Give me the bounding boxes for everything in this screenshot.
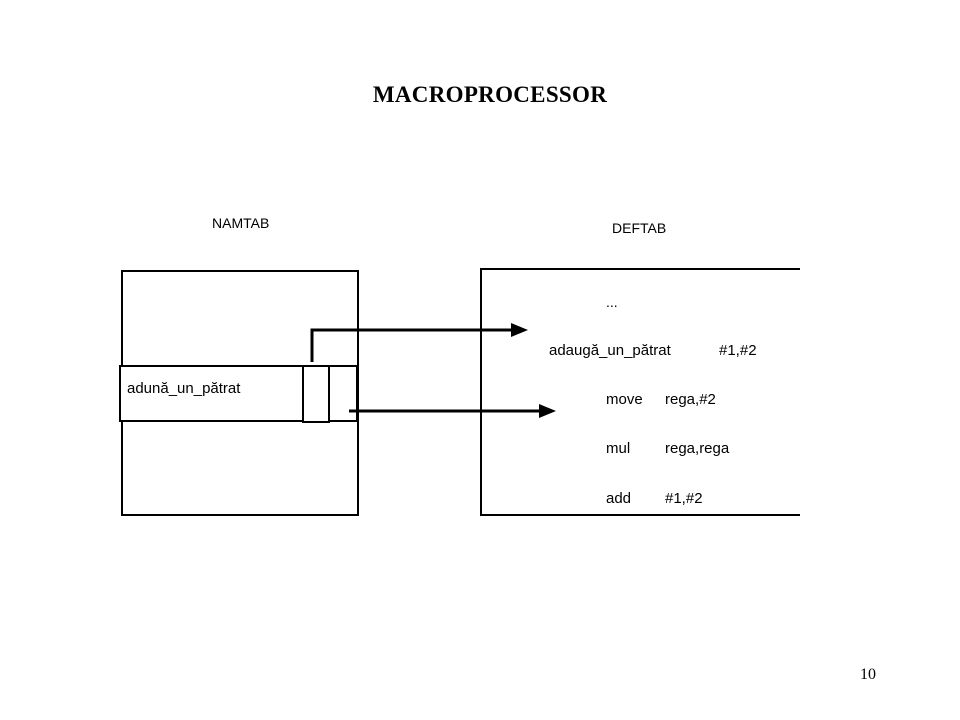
deftab-label: DEFTAB (612, 220, 667, 236)
deftab-line-4-op: add (606, 490, 632, 507)
slide-title: MACROPROCESSOR (372, 82, 608, 107)
end-pointer-arrowhead (539, 404, 556, 418)
page-number: 10 (860, 666, 876, 683)
deftab-line-1-op: adaugă_un_pătrat (549, 342, 671, 359)
deftab-line-0-op: ... (606, 294, 618, 310)
start-pointer-arrow-line (310, 328, 512, 362)
namtab-pointer-start-cell (302, 365, 330, 423)
deftab-line-2-args: rega,#2 (665, 391, 716, 408)
deftab-table (480, 268, 800, 516)
namtab-pointer-end-cell (328, 365, 358, 422)
namtab-entry-name: adună_un_pătrat (127, 380, 241, 397)
deftab-line-3-op: mul (606, 440, 631, 457)
start-pointer-arrowhead (511, 323, 528, 337)
deftab-content: ... adaugă_un_pătrat #1,#2 move rega,#2 … (483, 270, 792, 514)
deftab-line-2-op: move (606, 391, 643, 408)
deftab-line-3-args: rega,rega (665, 440, 730, 457)
namtab-label: NAMTAB (212, 215, 270, 231)
deftab-line-1-args: #1,#2 (719, 342, 757, 359)
deftab-line-4-args: #1,#2 (665, 490, 703, 507)
